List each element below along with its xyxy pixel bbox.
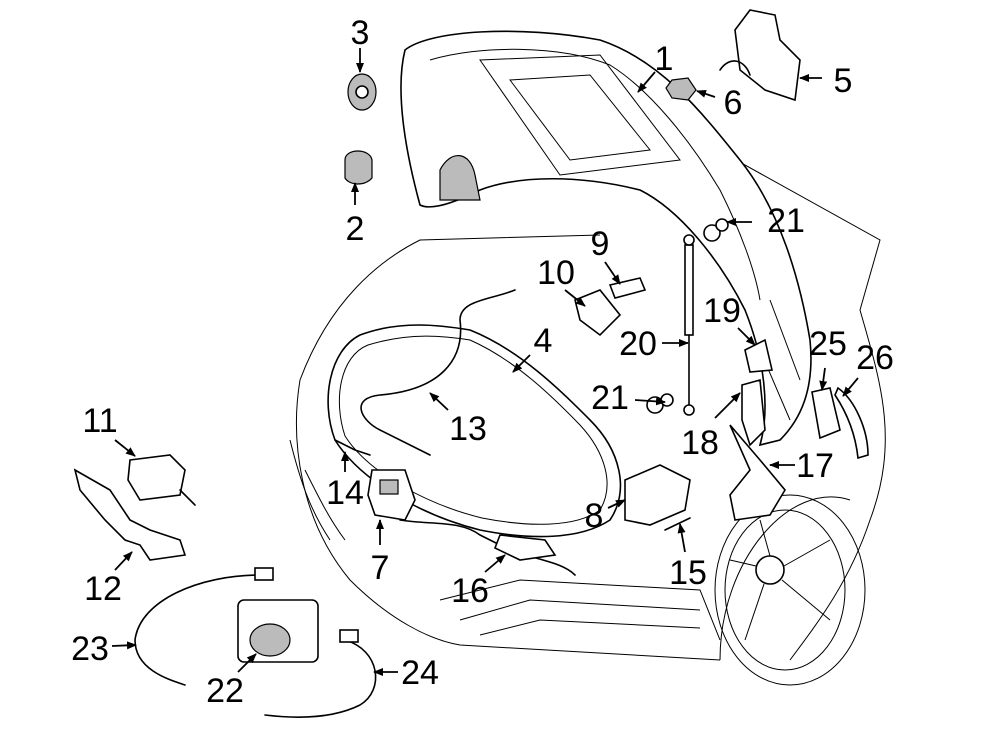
nut-part-6 bbox=[665, 77, 697, 101]
callout-label-9: 9 bbox=[591, 225, 610, 263]
callout-label-16: 16 bbox=[451, 572, 489, 610]
callout-arrow-22 bbox=[237, 653, 257, 673]
callout-label-1: 1 bbox=[655, 40, 674, 78]
callout-label-21: 21 bbox=[591, 379, 629, 417]
cable-part-23 bbox=[134, 574, 261, 686]
callout-label-10: 10 bbox=[537, 254, 575, 292]
release-cable-part-13 bbox=[360, 289, 516, 456]
car-body-outline bbox=[289, 139, 886, 661]
callout-arrow-9 bbox=[604, 261, 621, 285]
callout-arrow-18 bbox=[714, 392, 741, 419]
callout-arrow-15 bbox=[677, 523, 686, 553]
wheel bbox=[714, 494, 866, 686]
hood-lock-part-7 bbox=[367, 469, 416, 521]
callout-arrow-21 bbox=[634, 397, 666, 406]
callout-label-4: 4 bbox=[534, 322, 553, 360]
callout-layer: 1234567891011121314151617181920212122232… bbox=[71, 14, 894, 710]
callout-label-2: 2 bbox=[346, 210, 365, 248]
cable-part-24 bbox=[264, 639, 377, 718]
callout-label-15: 15 bbox=[669, 554, 707, 592]
callout-arrow-16 bbox=[484, 554, 506, 573]
callout-label-13: 13 bbox=[449, 410, 487, 448]
callout-arrow-12 bbox=[114, 551, 133, 571]
motor-part-22 bbox=[237, 599, 319, 663]
callout-arrow-1 bbox=[637, 71, 656, 93]
callout-label-22: 22 bbox=[206, 672, 244, 710]
bracket-part-12 bbox=[73, 468, 187, 561]
bolt-part-9 bbox=[608, 277, 647, 299]
callout-label-3: 3 bbox=[351, 14, 370, 52]
callout-label-5: 5 bbox=[834, 62, 853, 100]
gas-strut-part-20 bbox=[683, 234, 695, 416]
bumper-part-2 bbox=[344, 150, 373, 185]
callout-label-23: 23 bbox=[71, 630, 109, 668]
callout-label-24: 24 bbox=[401, 654, 439, 692]
hinge-part-17 bbox=[729, 424, 786, 521]
callout-arrow-6 bbox=[696, 90, 716, 98]
callout-label-12: 12 bbox=[84, 570, 122, 608]
trim-part-26 bbox=[834, 386, 869, 460]
bracket-part-18 bbox=[741, 378, 766, 447]
callout-arrow-4 bbox=[512, 354, 531, 373]
callout-label-19: 19 bbox=[703, 292, 741, 330]
callout-label-20: 20 bbox=[619, 325, 657, 363]
grommet-part-3 bbox=[347, 73, 377, 111]
callout-label-26: 26 bbox=[856, 339, 894, 377]
callout-label-6: 6 bbox=[724, 84, 743, 122]
callout-arrow-8 bbox=[607, 499, 626, 509]
callout-arrow-13 bbox=[429, 392, 449, 411]
callout-arrow-25 bbox=[819, 367, 828, 391]
sensor-part-11 bbox=[127, 454, 186, 501]
switch-part-14 bbox=[334, 439, 371, 456]
clip-part-10 bbox=[574, 289, 622, 337]
callout-arrow-10 bbox=[564, 289, 586, 307]
callout-label-18: 18 bbox=[681, 424, 719, 462]
callout-label-21: 21 bbox=[767, 202, 805, 240]
callout-label-8: 8 bbox=[585, 497, 604, 535]
callout-arrow-11 bbox=[114, 439, 136, 457]
callout-label-17: 17 bbox=[796, 447, 834, 485]
bracket-part-5 bbox=[734, 9, 801, 102]
bracket-part-19 bbox=[744, 338, 773, 373]
switch-part-15 bbox=[664, 517, 691, 531]
callout-arrow-19 bbox=[737, 327, 756, 346]
bracket-part-8 bbox=[624, 464, 691, 526]
callout-label-25: 25 bbox=[809, 325, 847, 363]
callout-arrow-26 bbox=[842, 377, 859, 397]
callout-label-7: 7 bbox=[371, 549, 390, 587]
callout-label-14: 14 bbox=[326, 474, 364, 512]
callout-label-11: 11 bbox=[82, 402, 117, 440]
callout-arrow-23 bbox=[111, 641, 137, 650]
actuator-part-16 bbox=[493, 534, 557, 561]
